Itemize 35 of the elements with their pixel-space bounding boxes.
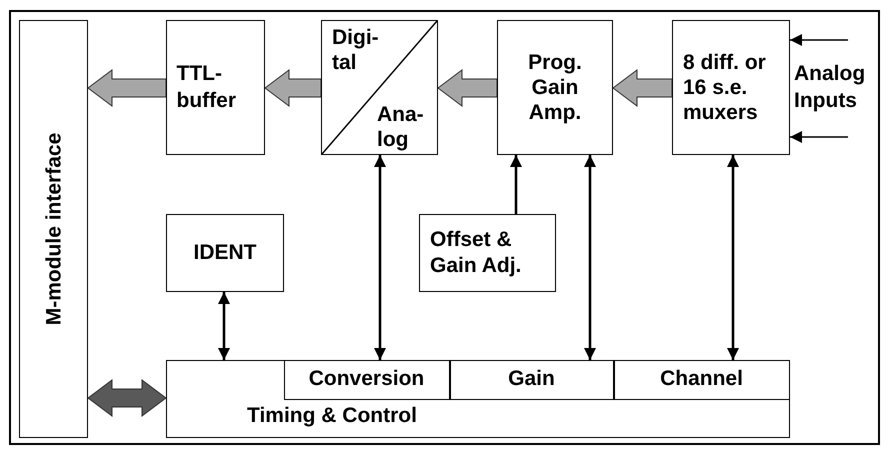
process-box [19, 20, 88, 438]
process-box [166, 214, 284, 292]
box-label: Ana- log [377, 102, 425, 152]
box-label: M-module interface [40, 132, 66, 326]
block-arrow [612, 69, 672, 107]
box-label: 8 diff. or 16 s.e. muxers [683, 50, 767, 126]
process-box [166, 360, 790, 438]
arrow [790, 34, 848, 46]
block-arrow [87, 379, 167, 417]
block-arrow [87, 69, 166, 107]
process-box [166, 20, 265, 155]
box-label: Prog. Gain Amp. [527, 50, 583, 126]
box-label: Offset & Gain Adj. [430, 226, 522, 279]
arrow [584, 155, 596, 360]
box-label: IDENT [194, 240, 256, 266]
arrow [374, 155, 386, 360]
process-box [614, 360, 790, 400]
arrow [790, 131, 848, 143]
process-box [284, 360, 450, 400]
block-arrow [437, 69, 498, 107]
process-box [497, 20, 613, 155]
text-label: Analog Inputs [794, 61, 866, 114]
box-label: Gain [508, 366, 555, 392]
process-box [450, 360, 614, 400]
box-label: Timing & Control [247, 402, 417, 428]
arrow [510, 155, 522, 214]
process-box [672, 20, 790, 155]
box-label: TTL- buffer [176, 61, 237, 114]
box-label: Channel [660, 366, 743, 392]
arrow [727, 155, 739, 360]
block-arrow [264, 69, 322, 107]
process-box [419, 214, 556, 292]
box-label: Digi- tal [332, 25, 380, 76]
arrow [218, 292, 230, 360]
box-label: Conversion [308, 366, 424, 392]
